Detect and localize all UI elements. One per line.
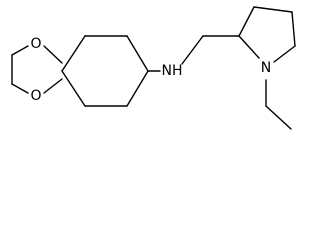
dioxolane-ring — [11, 45, 63, 94]
bond-c5-n-pyrrolidine — [273, 45, 296, 63]
bond-c-o-top — [11, 45, 29, 56]
aminomethyl-chain — [147, 35, 240, 72]
pyrrolidine-nitrogen-label: N — [261, 60, 271, 76]
chemical-structure-diagram: O O NH N — [11, 6, 296, 130]
bond-c3-c4 — [126, 35, 149, 72]
bond-o-spiro-bottom — [43, 78, 63, 94]
bond-o-spiro-top — [43, 45, 63, 64]
bond-c-o-bottom — [11, 83, 29, 94]
bond-c4-c5 — [126, 70, 149, 107]
bond-n-c2-pyrrolidine — [238, 35, 260, 59]
oxygen-bottom-label: O — [30, 88, 41, 104]
bond-c2-c3-pyrrolidine — [238, 6, 255, 37]
bond-ch2-ch3-ethyl — [265, 105, 292, 130]
bond-c6-spiro — [61, 70, 86, 107]
amine-nitrogen-label: NH — [162, 63, 183, 79]
atom-labels: O O NH N — [30, 36, 271, 104]
pyrrolidine-ring — [238, 6, 296, 63]
bond-spiro-c2 — [61, 35, 86, 72]
bond-nh-ch2 — [181, 35, 204, 65]
oxygen-top-label: O — [30, 36, 41, 52]
bond-c4-c5-pyrrolidine — [291, 11, 296, 47]
cyclohexane-ring — [61, 35, 149, 107]
ethyl-group — [265, 79, 292, 130]
bond-c3-c4-pyrrolidine — [253, 6, 293, 13]
